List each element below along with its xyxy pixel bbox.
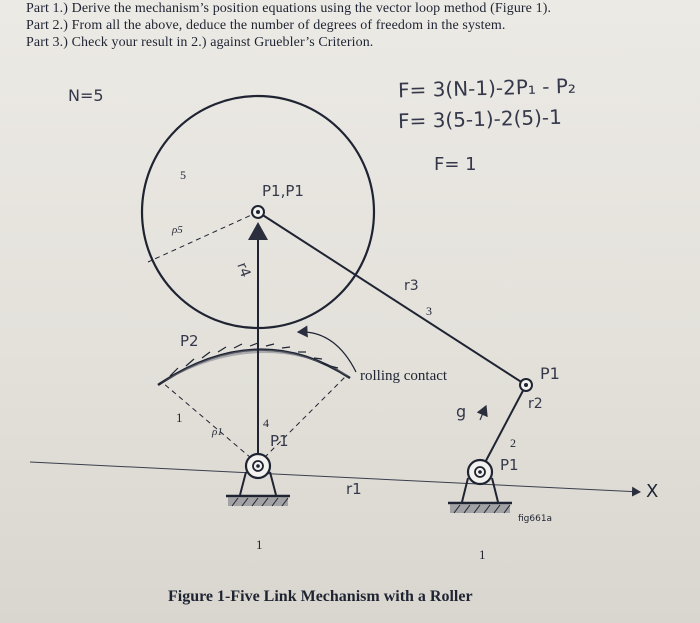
label-link-1-left: 1 [176, 410, 183, 425]
figure-caption: Figure 1-Five Link Mechanism with a Roll… [168, 588, 473, 605]
handwritten-joint-label: P1,P1 [262, 182, 304, 200]
label-ground-left: 1 [256, 537, 263, 552]
label-fig-id: fig661a [518, 514, 553, 524]
handwritten-p1-left-pin: P1 [270, 432, 289, 450]
handwritten-r2-label: r2 [528, 396, 543, 412]
handwritten-n-value: N=5 [68, 86, 104, 105]
instruction-part-1: Part 1.) Derive the mechanism’s position… [26, 1, 552, 16]
handwritten-r1-label: r1 [346, 480, 362, 498]
instruction-part-3: Part 3.) Check your result in 2.) agains… [26, 35, 374, 50]
handwritten-p1-right-pin: P1 [500, 456, 519, 474]
label-ground-right: 1 [479, 547, 486, 562]
handwritten-r3-label: r3 [404, 278, 419, 294]
instruction-part-2: Part 2.) From all the above, deduce the … [26, 18, 506, 33]
label-link-4: 4 [263, 416, 269, 430]
link-2 [479, 384, 527, 473]
curved-ground-surface [157, 348, 351, 387]
label-rho-5: ρ5 [172, 224, 183, 236]
handwritten-g-label: g [456, 402, 467, 421]
curved-ground-hatch-marks [169, 342, 339, 377]
rolling-contact-pointer [296, 325, 357, 373]
label-x-axis: X [646, 481, 659, 502]
label-link-3: 3 [426, 304, 432, 318]
x-axis-line [29, 461, 641, 497]
handwritten-dof-result: F= 1 [434, 154, 477, 175]
label-link-2: 2 [510, 436, 516, 450]
handwritten-p1-right: P1 [540, 364, 560, 383]
link-3 [257, 211, 527, 386]
roller-radius-line [147, 211, 259, 263]
label-link-5: 5 [180, 168, 186, 182]
label-rho-1: ρ1 [212, 426, 223, 438]
label-rolling-contact: rolling contact [360, 368, 448, 384]
handwritten-p2-label: P2 [180, 332, 199, 350]
